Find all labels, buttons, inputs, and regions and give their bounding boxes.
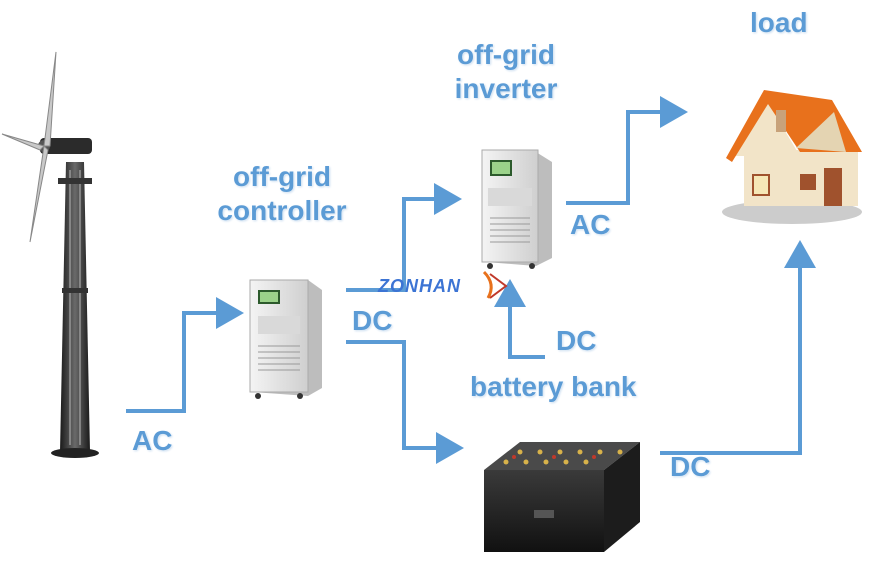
house-icon (722, 90, 862, 224)
watermark-logo-icon (482, 270, 508, 299)
watermark-text: ZONHAN (378, 276, 461, 296)
inverter-label-line2: inverter (454, 73, 558, 104)
arrow-battery-to-inverter (494, 279, 545, 359)
controller-cabinet-icon (249, 279, 322, 399)
arrow-turbine-to-controller (126, 297, 244, 413)
arrow-controller-to-inverter (346, 183, 462, 292)
arrow-inverter-to-load (566, 96, 688, 205)
battery-bank-label: battery bank (470, 371, 637, 402)
controller-label: off-grid controller (212, 160, 352, 228)
arrow-controller-to-battery (346, 340, 464, 464)
load-label: load (750, 7, 808, 38)
arrow-battery-to-load (660, 240, 816, 455)
controller-label-line2: controller (217, 195, 347, 226)
controller-label-line1: off-grid (233, 161, 331, 192)
dc-label-battery-to-load: DC (670, 451, 711, 482)
battery-bank-icon (484, 442, 640, 552)
ac-label-inverter: AC (570, 209, 611, 240)
dc-label-battery-to-inverter: DC (556, 325, 597, 356)
inverter-label-line1: off-grid (457, 39, 555, 70)
inverter-cabinet-icon (481, 149, 552, 269)
connection-arrows (126, 96, 816, 464)
ac-label-turbine: AC (132, 425, 173, 456)
wind-turbine-icon (1, 51, 99, 458)
dc-label-controller: DC (352, 305, 393, 336)
inverter-label: off-grid inverter (446, 38, 566, 106)
